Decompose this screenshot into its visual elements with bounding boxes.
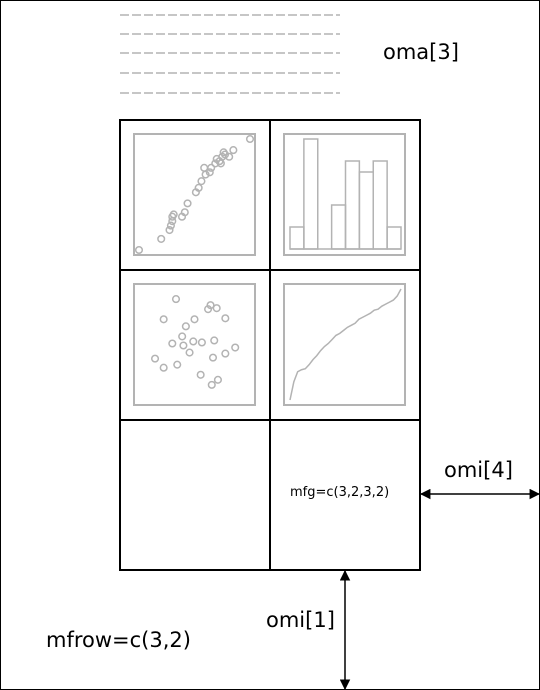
scatter-point [159,363,168,372]
scatter-point [185,348,194,357]
scatter-point [197,177,206,186]
scatter-point [178,332,187,341]
scatter-point [219,148,228,157]
scatter-point [208,353,218,362]
scatter-point [216,159,225,168]
scatter-point [181,322,190,331]
scatter-point [157,234,166,243]
scatter-point [231,343,240,352]
series-line [289,288,402,401]
scatter-point [194,183,203,192]
mfrow-label: mfrow=c(3,2) [46,628,191,652]
histogram-bar [289,226,305,250]
outer-margin-text-lines [120,14,340,94]
scatter-point [207,380,216,389]
plot-box-r2c1 [133,283,256,406]
scatter-point [190,315,199,324]
plot-box-r1c2 [283,133,406,256]
scatter-point [197,338,206,347]
figure-grid [119,119,421,571]
scatter-point [180,208,189,217]
plot-boxes [133,133,406,406]
scatter-point [204,305,213,314]
scatter-point [196,370,205,379]
plot-box-r2c2 [283,283,406,406]
histogram-bar [358,171,374,250]
histogram-bar [372,160,388,250]
chart-marks [134,134,402,401]
scatter-point [210,336,219,345]
scatter-point [183,199,192,208]
scatter-point [207,163,216,172]
scatter-point [245,134,255,144]
scatter-point [166,221,175,230]
scatter-point [211,159,220,168]
scatter-point [189,337,198,346]
oma3-label: oma[3] [383,40,459,64]
scatter-point [159,315,168,324]
histogram-bar [344,160,361,250]
histogram-bar [386,226,402,250]
scatter-point [221,314,230,323]
scatter-point [173,360,182,369]
mfg-label: mfg=c(3,2,3,2) [290,485,390,500]
scatter-point [206,301,215,310]
scatter-point [179,341,188,350]
scatter-point [134,245,144,255]
scatter-point [225,152,234,161]
scatter-point [165,225,174,235]
histogram-bar [303,138,319,250]
scatter-point [213,375,222,384]
scatter-point [171,295,181,304]
scatter-point [205,168,214,177]
scatter-point [221,349,230,358]
scatter-point [168,212,177,221]
scatter-point [229,146,238,155]
plot-box-r1c1 [133,133,256,256]
scatter-point [168,339,177,348]
omi4-label: omi[4] [444,458,513,482]
omi1-label: omi[1] [266,608,335,632]
scatter-point [150,354,160,363]
histogram-bar [330,204,347,250]
scatter-point [212,304,221,313]
